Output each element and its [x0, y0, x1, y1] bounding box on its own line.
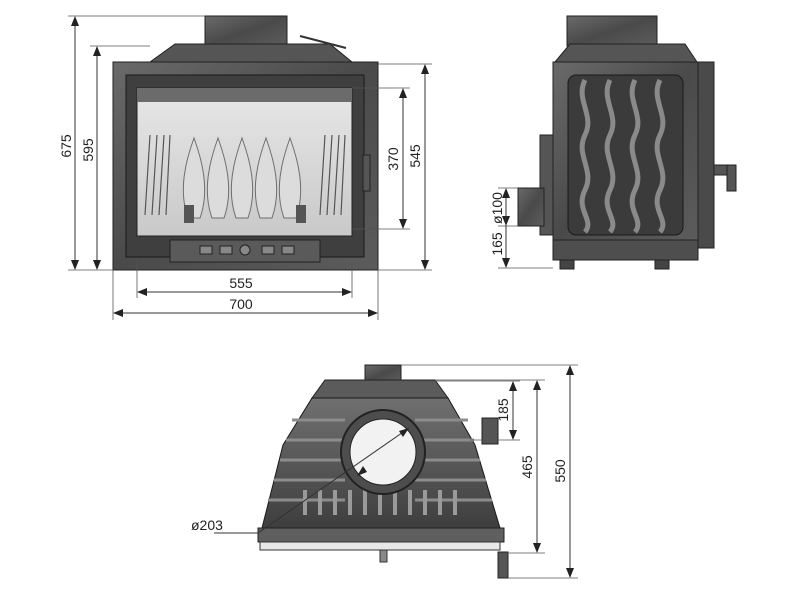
dim-height-glass: 370 [385, 147, 401, 171]
top-view [257, 364, 509, 579]
top-dimensions: ø203 185 465 550 [191, 364, 578, 579]
dim-flue-height: 165 [489, 232, 505, 256]
front-top-plate [148, 43, 354, 63]
side-flue-outlet [517, 187, 545, 227]
dim-width-glass: 555 [229, 275, 253, 291]
dim-outlet-diameter: ø203 [191, 517, 223, 533]
front-door-handle [362, 154, 371, 192]
dim-flue-diameter: ø100 [489, 192, 505, 224]
side-wave-ribs [579, 78, 666, 234]
dim-height-outer: 675 [58, 134, 74, 158]
side-flue-collar [566, 15, 658, 47]
front-flames [182, 136, 302, 219]
dim-height-door: 545 [407, 144, 423, 168]
front-dimensions: 675 595 370 545 555 700 [58, 15, 432, 320]
front-view [112, 15, 379, 271]
dim-width-outer: 700 [229, 296, 253, 312]
dim-depth-total: 550 [552, 459, 568, 483]
top-flue-collar [364, 364, 402, 383]
top-back-plate [311, 379, 449, 399]
side-view [517, 15, 737, 270]
dim-height-frame: 595 [80, 138, 96, 162]
top-outlet [349, 418, 417, 486]
dim-depth-top: 185 [495, 398, 511, 422]
dim-depth-mid: 465 [519, 455, 535, 479]
front-flue-collar [204, 15, 288, 47]
side-dimensions: ø100 165 [489, 187, 553, 269]
